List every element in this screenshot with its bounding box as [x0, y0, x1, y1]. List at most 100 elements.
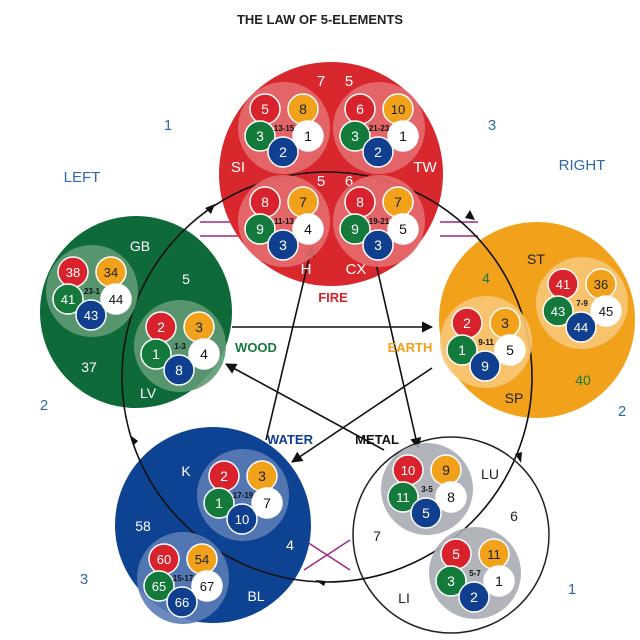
- fire-cluster-3-blue-ball: [267, 229, 299, 261]
- earth-label: EARTH: [388, 340, 433, 355]
- metal-cluster-2-red-ball-number: 5: [452, 546, 460, 562]
- earth-cluster-2-orange-ball-number: 3: [501, 315, 509, 331]
- fire-cluster-3-white-ball-number: 4: [304, 221, 312, 237]
- water-cluster-2-white-ball-number: 67: [200, 579, 214, 594]
- fire-cluster-3-blue-ball-number: 3: [279, 237, 287, 253]
- metal-cluster-2-range: 5-7: [469, 569, 481, 578]
- wood-cluster-2-orange-ball-number: 3: [195, 319, 203, 335]
- earth-cluster-1-range: 7-9: [576, 299, 588, 308]
- earth-cluster-2-white-ball-number: 5: [506, 342, 514, 358]
- metal-label-li: LI: [398, 590, 410, 606]
- metal-cluster-2-blue-ball-number: 2: [470, 589, 478, 605]
- fire-cluster-1-green-ball-number: 3: [256, 128, 264, 144]
- wood-cluster-2-range: 1-3: [174, 342, 186, 351]
- cycle-arrowheads: [130, 204, 522, 586]
- water-cluster-1-blue-ball: [226, 503, 258, 535]
- fire-cluster-1-green-ball: [244, 120, 276, 152]
- wood-label: WOOD: [235, 340, 277, 355]
- water-cluster-1-green-ball-number: 1: [215, 495, 223, 511]
- metal-number-7: 7: [373, 528, 381, 544]
- water-number-58: 58: [135, 518, 151, 534]
- wood-number-37: 37: [81, 359, 97, 375]
- fire-number-mid-right: 6: [345, 173, 353, 190]
- earth-cluster-1-orange-ball-number: 36: [594, 277, 608, 292]
- water-cluster-1-green-ball: [203, 487, 235, 519]
- fire-cluster-2-white-ball-number: 1: [399, 128, 407, 144]
- metal-cluster-1-orange-ball-number: 9: [442, 462, 450, 478]
- earth-number-4: 4: [482, 270, 490, 286]
- fire-cluster-4-red-ball-number: 8: [356, 194, 364, 210]
- fire-cluster-4-blue-ball: [362, 229, 394, 261]
- control-star-arrows: [225, 244, 434, 463]
- wood-cluster-1-white-ball: [100, 283, 132, 315]
- wood-cluster-2-green-ball: [140, 338, 172, 370]
- fire-cluster-1-white-ball: [292, 120, 324, 152]
- earth-cluster-1-blue-ball-number: 44: [574, 320, 588, 335]
- metal-cluster-2-orange-ball-number: 11: [487, 547, 501, 562]
- wood-position-number: 2: [40, 397, 48, 414]
- right-label: RIGHT: [559, 157, 606, 174]
- wood-cluster-2-blue-ball-number: 8: [175, 362, 183, 378]
- fire-cluster-3-range: 11-13: [274, 217, 295, 226]
- fire-cluster-2-white-ball: [387, 120, 419, 152]
- earth-position-number: 2: [618, 403, 626, 420]
- fire-cluster-3-green-ball: [244, 213, 276, 245]
- water-cluster-2-green-ball-number: 65: [152, 579, 166, 594]
- purple-connectors: [200, 221, 478, 571]
- fire-cluster-2-orange-ball-number: 10: [391, 102, 405, 117]
- fire-left-position-number: 1: [164, 117, 172, 134]
- water-position-number: 3: [80, 571, 88, 588]
- wood-cluster-1-blue-ball-number: 43: [84, 308, 98, 323]
- wood-cluster-2-white-ball-number: 4: [200, 346, 208, 362]
- wood-cluster-2-red-ball-number: 2: [157, 319, 165, 335]
- wood-cluster-1-red-ball-number: 38: [66, 265, 80, 280]
- earth-number-40: 40: [575, 372, 591, 388]
- generating-cycle-ring: [121, 171, 533, 583]
- wood-label-lv: LV: [140, 385, 157, 401]
- fire-cluster-3-green-ball-number: 9: [256, 221, 264, 237]
- left-label: LEFT: [64, 169, 101, 186]
- fire-cluster-2-blue-ball: [362, 136, 394, 168]
- fire-label: FIRE: [318, 290, 348, 305]
- metal-cluster-2-green-ball-number: 3: [447, 573, 455, 589]
- water-cluster-1-white-ball-number: 7: [263, 495, 271, 511]
- wood-label-gb: GB: [130, 238, 150, 254]
- fire-label-h: H: [301, 261, 312, 278]
- water-cluster-2-green-ball: [143, 570, 175, 602]
- fire-label-si: SI: [231, 159, 245, 176]
- fire-cluster-4-green-ball-number: 9: [351, 221, 359, 237]
- earth-cluster-2-range: 9-11: [478, 338, 494, 347]
- water-label-k: K: [181, 463, 191, 479]
- fire-cluster-2-blue-ball-number: 2: [374, 144, 382, 160]
- fire-cluster-4-white-ball: [387, 213, 419, 245]
- fire-cluster-3-white-ball: [292, 213, 324, 245]
- water-cluster-1-orange-ball-number: 3: [258, 468, 266, 484]
- wood-cluster-2-blue-ball: [163, 354, 195, 386]
- water-cluster-2-white-ball: [191, 570, 223, 602]
- fire-cluster-4-blue-ball-number: 3: [374, 237, 382, 253]
- water-cluster-2-red-ball-number: 60: [157, 552, 171, 567]
- fire-number-mid-left: 5: [317, 173, 325, 190]
- fire-cluster-1-blue-ball-number: 2: [279, 144, 287, 160]
- earth-cluster-2-red-ball-number: 2: [463, 315, 471, 331]
- earth-cluster-2-green-ball: [446, 334, 478, 366]
- water-cluster-1-white-ball: [251, 487, 283, 519]
- earth-cluster-1-green-ball: [542, 295, 574, 327]
- fire-number-top-left: 7: [317, 73, 325, 90]
- metal-cluster-2-white-ball: [483, 565, 515, 597]
- fire-label-tw: TW: [413, 159, 437, 176]
- metal-position-number: 1: [568, 581, 576, 598]
- water-cluster-1-red-ball-number: 2: [220, 468, 228, 484]
- wood-cluster-1-white-ball-number: 44: [109, 292, 123, 307]
